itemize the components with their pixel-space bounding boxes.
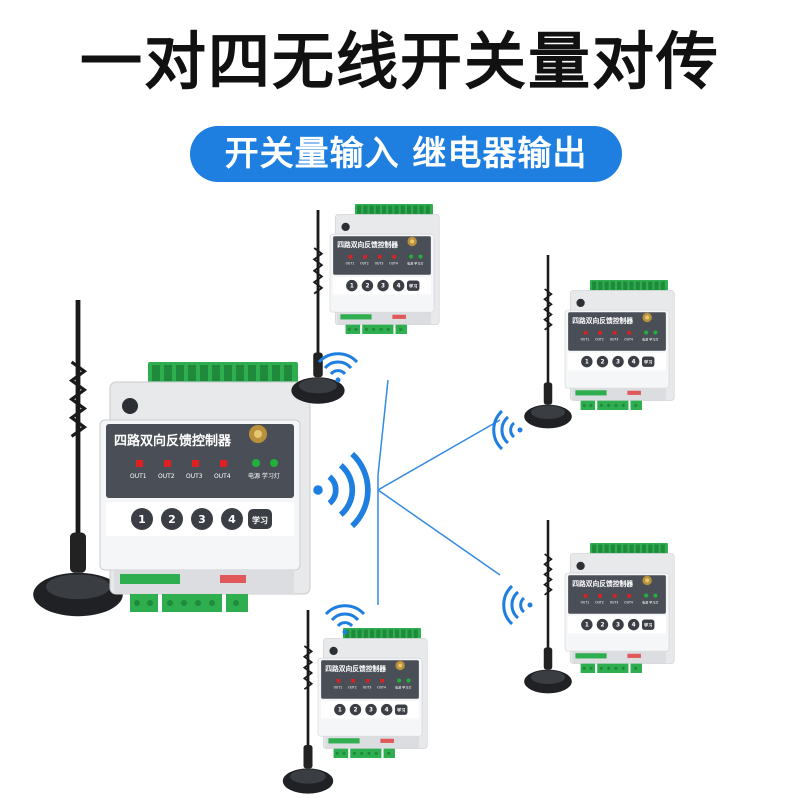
top-controller xyxy=(329,203,440,335)
bottom-controller xyxy=(317,627,428,759)
right-top-antenna-icon xyxy=(522,253,574,430)
link-lines xyxy=(377,379,501,605)
right-top-wireless-signal-icon xyxy=(492,409,524,451)
main-controller xyxy=(99,361,311,613)
right-bottom-wireless-signal-icon xyxy=(502,584,534,626)
right-top-controller xyxy=(564,279,675,411)
main-wireless-signal-icon xyxy=(313,454,368,526)
right-bottom-controller xyxy=(564,542,675,674)
headline: 一对四无线开关量对传 xyxy=(79,25,720,98)
subheadline-pill: 开关量输入 继电器输出 xyxy=(190,126,622,182)
